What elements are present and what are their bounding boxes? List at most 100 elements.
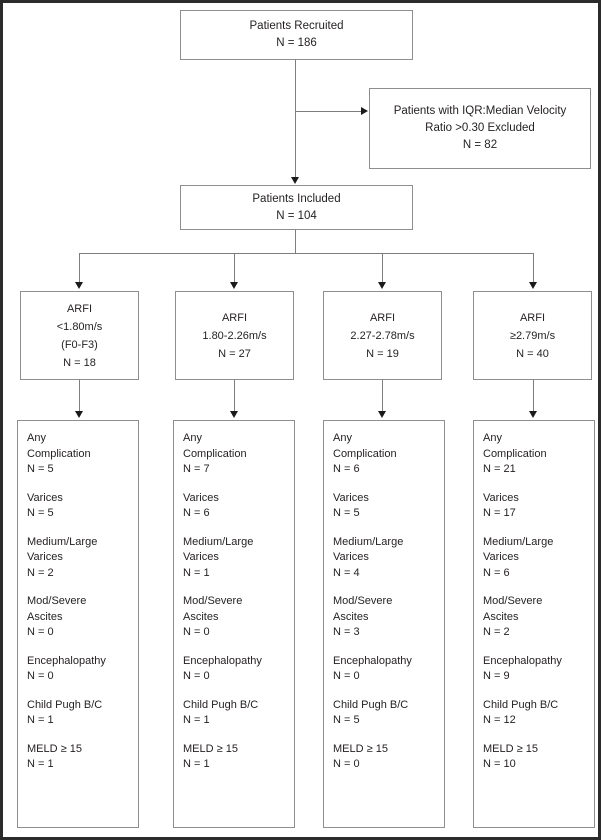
outcome-1-medium-large-label-line1: Medium/Large [27,535,98,548]
outcome-3-medium-large-label-line2: Varices [333,551,369,563]
outcome-2-encephalopathy: Encephalopathy N = 0 [183,654,294,685]
outcome-4-ascites-label-line2: Ascites [483,610,519,623]
outcome-1-any-complication: Any Complication N = 5 [27,431,138,478]
outcome-3-medium-large-varices: Medium/Large Varices N = 4 [333,535,444,582]
outcome-2-any-complication-count: N = 7 [183,463,210,475]
arfi-group-2-range: 1.80-2.26m/s [202,329,267,342]
patients-included-label: Patients Included [252,192,341,205]
outcome-1-medium-large-count: N = 2 [27,566,54,579]
outcome-3-medium-large-count: N = 4 [333,566,360,579]
arfi-group-3-title: ARFI [369,311,396,324]
outcome-4-any-complication: Any Complication N = 21 [483,431,594,478]
node-arfi-group-4: ARFI ≥2.79m/s N = 40 [473,291,592,380]
arrowhead-into-outcome-4 [529,411,537,418]
outcome-3-ascites-label-line2: Ascites [333,610,369,623]
outcome-2-any-complication-label-line2: Complication [183,447,247,460]
outcome-3-varices-count: N = 5 [333,507,360,519]
arfi-group-1-title: ARFI [66,302,93,315]
node-outcomes-group-3: Any Complication N = 6 Varices N = 5 Med… [323,420,445,828]
outcome-1-any-complication-label-line1: Any [27,432,46,444]
outcome-3-any-complication-label-line2: Complication [333,447,397,460]
outcome-2-any-complication-label-line1: Any [183,432,202,444]
outcome-4-ascites-count: N = 2 [483,626,510,638]
outcome-2-ascites-count: N = 0 [183,626,210,638]
outcome-3-ascites-count: N = 3 [333,626,360,638]
outcome-1-meld-label: MELD ≥ 15 [27,742,82,755]
outcome-1-ascites-label-line1: Mod/Severe [27,595,87,607]
outcome-1-encephalopathy-label: Encephalopathy [27,654,106,667]
outcome-2-medium-large-varices: Medium/Large Varices N = 1 [183,535,294,582]
node-patients-recruited: Patients Recruited N = 186 [180,10,413,60]
outcome-1-mod-severe-ascites: Mod/Severe Ascites N = 0 [27,594,138,641]
connector-branch-drop-3 [382,253,383,285]
outcome-2-child-pugh-label: Child Pugh B/C [183,698,259,711]
arrowhead-into-arfi-2 [230,282,238,289]
outcome-2-medium-large-count: N = 1 [183,566,210,579]
outcome-1-encephalopathy-count: N = 0 [27,670,54,682]
outcome-1-meld: MELD ≥ 15 N = 1 [27,742,138,773]
outcome-1-child-pugh-label: Child Pugh B/C [27,698,103,711]
outcome-3-encephalopathy-label: Encephalopathy [333,654,412,667]
connector-arfi1-to-outcome1 [79,380,80,413]
outcome-3-child-pugh-label: Child Pugh B/C [333,698,409,711]
arrowhead-into-outcome-3 [378,411,386,418]
outcome-1-medium-large-label-line2: Varices [27,551,63,563]
outcome-3-medium-large-label-line1: Medium/Large [333,535,404,548]
outcome-2-child-pugh: Child Pugh B/C N = 1 [183,698,294,729]
outcome-2-encephalopathy-label: Encephalopathy [183,654,262,667]
outcome-4-any-complication-count: N = 21 [483,463,516,475]
node-patients-included: Patients Included N = 104 [180,185,413,230]
outcome-3-varices-label: Varices [333,491,369,504]
outcome-2-medium-large-label-line2: Varices [183,551,219,563]
outcome-2-ascites-label-line2: Ascites [183,610,219,623]
outcome-4-child-pugh: Child Pugh B/C N = 12 [483,698,594,729]
outcome-1-medium-large-varices: Medium/Large Varices N = 2 [27,535,138,582]
outcome-2-medium-large-label-line1: Medium/Large [183,535,254,548]
outcome-2-varices: Varices N = 6 [183,491,294,522]
outcome-3-ascites-label-line1: Mod/Severe [333,595,393,607]
connector-branch-bus [79,253,534,254]
outcome-3-any-complication-label-line1: Any [333,432,352,444]
outcome-4-encephalopathy-label: Encephalopathy [483,654,562,667]
excluded-label-line1: Patients with IQR:Median Velocity [393,105,567,117]
outcome-3-mod-severe-ascites: Mod/Severe Ascites N = 3 [333,594,444,641]
patients-recruited-label: Patients Recruited [249,20,344,32]
node-patients-excluded: Patients with IQR:Median Velocity Ratio … [369,88,591,169]
outcome-3-meld-count: N = 0 [333,758,360,770]
outcome-1-ascites-count: N = 0 [27,626,54,638]
connector-branch-drop-2 [234,253,235,285]
outcome-1-child-pugh: Child Pugh B/C N = 1 [27,698,138,729]
outcome-4-varices: Varices N = 17 [483,491,594,522]
outcome-1-varices: Varices N = 5 [27,491,138,522]
outcome-3-encephalopathy-count: N = 0 [333,670,360,682]
outcome-4-any-complication-label-line1: Any [483,432,502,444]
patients-recruited-count: N = 186 [276,37,317,49]
outcome-4-medium-large-varices: Medium/Large Varices N = 6 [483,535,594,582]
outcome-4-meld-count: N = 10 [483,758,516,770]
outcome-4-mod-severe-ascites: Mod/Severe Ascites N = 2 [483,594,594,641]
node-arfi-group-2: ARFI 1.80-2.26m/s N = 27 [175,291,294,380]
outcome-4-child-pugh-count: N = 12 [483,714,516,726]
node-outcomes-group-4: Any Complication N = 21 Varices N = 17 M… [473,420,595,828]
outcome-1-varices-count: N = 5 [27,507,54,519]
patients-included-count: N = 104 [276,209,317,222]
outcome-4-meld: MELD ≥ 15 N = 10 [483,742,594,773]
node-arfi-group-3: ARFI 2.27-2.78m/s N = 19 [323,291,442,380]
arfi-group-2-title: ARFI [221,311,248,324]
connector-included-stem [295,230,296,254]
outcome-1-any-complication-count: N = 5 [27,463,54,475]
arfi-group-4-title: ARFI [519,311,546,324]
outcome-3-any-complication-count: N = 6 [333,463,360,475]
outcome-2-any-complication: Any Complication N = 7 [183,431,294,478]
outcome-1-child-pugh-count: N = 1 [27,714,54,726]
arrowhead-into-arfi-1 [75,282,83,289]
outcome-1-ascites-label-line2: Ascites [27,610,63,623]
outcome-3-varices: Varices N = 5 [333,491,444,522]
outcome-4-encephalopathy: Encephalopathy N = 9 [483,654,594,685]
connector-recruited-to-included [295,60,296,180]
connector-branch-drop-4 [533,253,534,285]
arfi-group-4-range: ≥2.79m/s [509,329,556,342]
outcome-2-varices-count: N = 6 [183,507,210,519]
outcome-4-encephalopathy-count: N = 9 [483,670,510,682]
